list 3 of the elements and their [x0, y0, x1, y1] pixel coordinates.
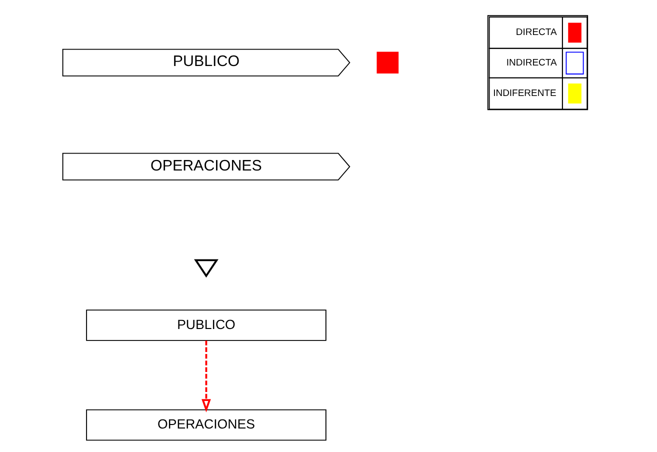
legend-label: DIRECTA	[515, 27, 556, 38]
legend-label: INDIRECTA	[506, 57, 556, 68]
legend-label: INDIFERENTE	[492, 88, 556, 99]
